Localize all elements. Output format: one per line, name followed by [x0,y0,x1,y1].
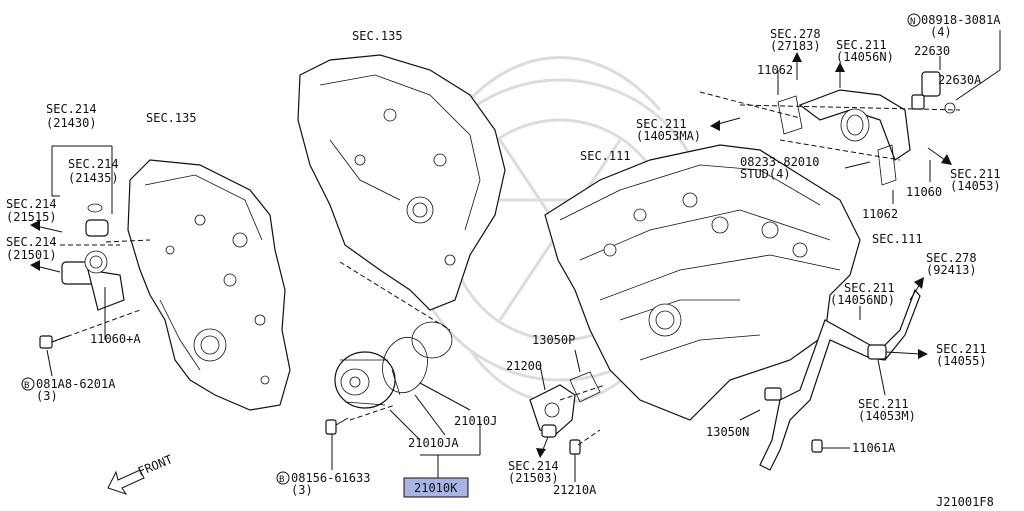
label-sec214-d[interactable]: SEC.214 [6,235,57,249]
circle-n-icon [907,13,921,27]
label-part-21210a[interactable]: 21210A [553,483,597,497]
diagram-id: J21001F8 [936,495,994,509]
label-sec135-top[interactable]: SEC.135 [352,29,403,43]
label-sec278-27183-code: (27183) [770,39,821,53]
label-sec211-14056n[interactable]: SEC.211 [836,38,887,52]
water-pump[interactable] [334,351,401,409]
label-sec211-14053ma[interactable]: SEC.211 [636,117,687,131]
label-bolt-081a8-qty: (3) [36,389,58,403]
circle-n-letter: N [910,17,915,27]
arrow-sec214-21515 [30,220,63,233]
arrow-sec211-14053ma [710,117,741,131]
label-sec211-14055-code: (14055) [936,354,987,368]
label-part-11061a[interactable]: 11061A [852,441,896,455]
label-sec135-left[interactable]: SEC.135 [146,111,197,125]
gasket-22630a[interactable] [944,102,956,114]
label-stud-08233[interactable]: 08233-82010 [740,155,819,169]
thermostat-housing-11060a[interactable] [61,203,125,311]
label-part-22630a[interactable]: 22630A [938,73,982,87]
label-sec211-14056nd-code: (14056ND) [830,293,895,307]
label-part-21010j[interactable]: 21010J [454,414,497,428]
circle-b-letter-2: B [279,475,284,485]
label-sec214-b[interactable]: SEC.214 [68,157,119,171]
label-sec211-14053ma-code: (14053MA) [636,129,701,143]
label-bolt-08156[interactable]: 08156-61633 [291,471,370,485]
label-sec211-14053m-code: (14053M) [858,409,916,423]
label-sec211-14056n-code: (14056N) [836,50,894,64]
label-part-13050n[interactable]: 13050N [706,425,749,439]
label-part-11062-top[interactable]: 11062 [757,63,793,77]
arrow-sec214-21503 [536,436,549,458]
circle-b-icon [21,377,35,391]
label-sec214-c[interactable]: SEC.214 [6,197,57,211]
label-sec211-14056nd[interactable]: SEC.211 [844,281,895,295]
label-sec111-top[interactable]: SEC.111 [580,149,631,163]
label-sec211-14053m[interactable]: SEC.211 [858,397,909,411]
rear-timing-cover[interactable] [297,54,506,311]
label-sec211-14055[interactable]: SEC.211 [936,342,987,356]
label-part-11062-mid[interactable]: 11062 [862,207,898,221]
label-bolt-081a8[interactable]: 081A8-6201A [36,377,116,391]
label-part-21010k[interactable]: 21010K [414,481,458,495]
water-outlet-pipe[interactable] [798,89,911,161]
circle-b-icon-2 [276,471,290,485]
label-sec214-d-code: (21501) [6,248,57,262]
label-sec278-27183[interactable]: SEC.278 [770,27,821,41]
thermostat-housing-21200[interactable] [529,384,576,438]
label-sec211-14053-code: (14053) [950,179,1001,193]
label-part-22630[interactable]: 22630 [914,44,950,58]
gasket-11062-top[interactable] [777,95,803,135]
arrow-sec278-27183 [792,52,802,80]
label-sec214-c-code: (21515) [6,210,57,224]
label-part-13050p[interactable]: 13050P [532,333,575,347]
label-sec214-a[interactable]: SEC.214 [46,102,97,116]
circle-b-letter: B [24,381,29,391]
label-part-21200[interactable]: 21200 [506,359,542,373]
arrow-sec214-21501 [30,260,61,273]
engine-block[interactable] [544,144,861,421]
label-front: FRONT [136,452,175,479]
label-sec278-92413-code: (92413) [926,263,977,277]
arrow-sec278-92413 [909,277,924,301]
label-sec214-a-code: (21430) [46,116,97,130]
front-timing-cover[interactable] [127,159,291,411]
label-sec211-14053[interactable]: SEC.211 [950,167,1001,181]
label-part-11060[interactable]: 11060 [906,185,942,199]
stud-08233[interactable] [844,161,871,169]
label-bolt-08156-qty: (3) [291,483,313,497]
bolt-21210a[interactable] [569,439,581,455]
label-sec111-right[interactable]: SEC.111 [872,232,923,246]
label-stud-qty: STUD(4) [740,167,791,181]
label-sec278-92413[interactable]: SEC.278 [926,251,977,265]
labels: SEC.135 SEC.135 SEC.214 (21430) SEC.214 … [6,13,1001,509]
bolt-11061a[interactable] [811,439,823,453]
highlight-21010k[interactable] [403,477,469,498]
arrow-sec211-14056n [835,62,845,88]
label-part-11060a[interactable]: 11060+A [90,332,141,346]
label-nut-08918-qty: (4) [930,25,952,39]
arrow-sec211-14055 [885,349,928,359]
label-sec214-b-code: (21435) [68,171,119,185]
front-direction-arrow [107,469,145,495]
label-sec214-e[interactable]: SEC.214 [508,459,559,473]
label-nut-08918[interactable]: 08918-3081A [921,13,1001,27]
arrow-sec211-14053 [927,147,952,165]
label-sec214-e-code: (21503) [508,471,559,485]
bolt-08156[interactable] [325,417,349,435]
gasket-21010j[interactable] [411,321,453,359]
label-part-21010ja[interactable]: 21010JA [408,436,459,450]
gasket-11062-mid[interactable] [877,144,897,186]
water-temp-sensor-22630[interactable] [911,71,941,110]
